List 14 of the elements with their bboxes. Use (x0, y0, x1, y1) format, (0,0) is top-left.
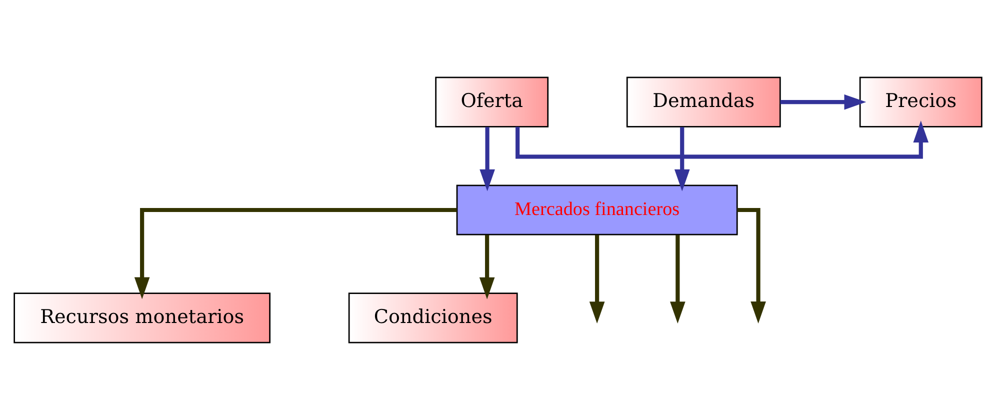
node-box: Recursos monetarios (14, 292, 270, 343)
arrow (674, 126, 690, 191)
arrow (780, 94, 866, 110)
arrow (516, 120, 929, 158)
arrow (589, 234, 605, 324)
node-box: Demandas (626, 76, 781, 127)
arrow (670, 234, 686, 324)
arrow (480, 126, 495, 191)
node-box: Oferta (435, 76, 549, 127)
arrow (479, 234, 495, 299)
arrow (134, 207, 457, 299)
node-box: Mercados financieros (456, 184, 738, 235)
node-box: Precios (859, 76, 982, 127)
node-box: Condiciones (348, 292, 518, 343)
